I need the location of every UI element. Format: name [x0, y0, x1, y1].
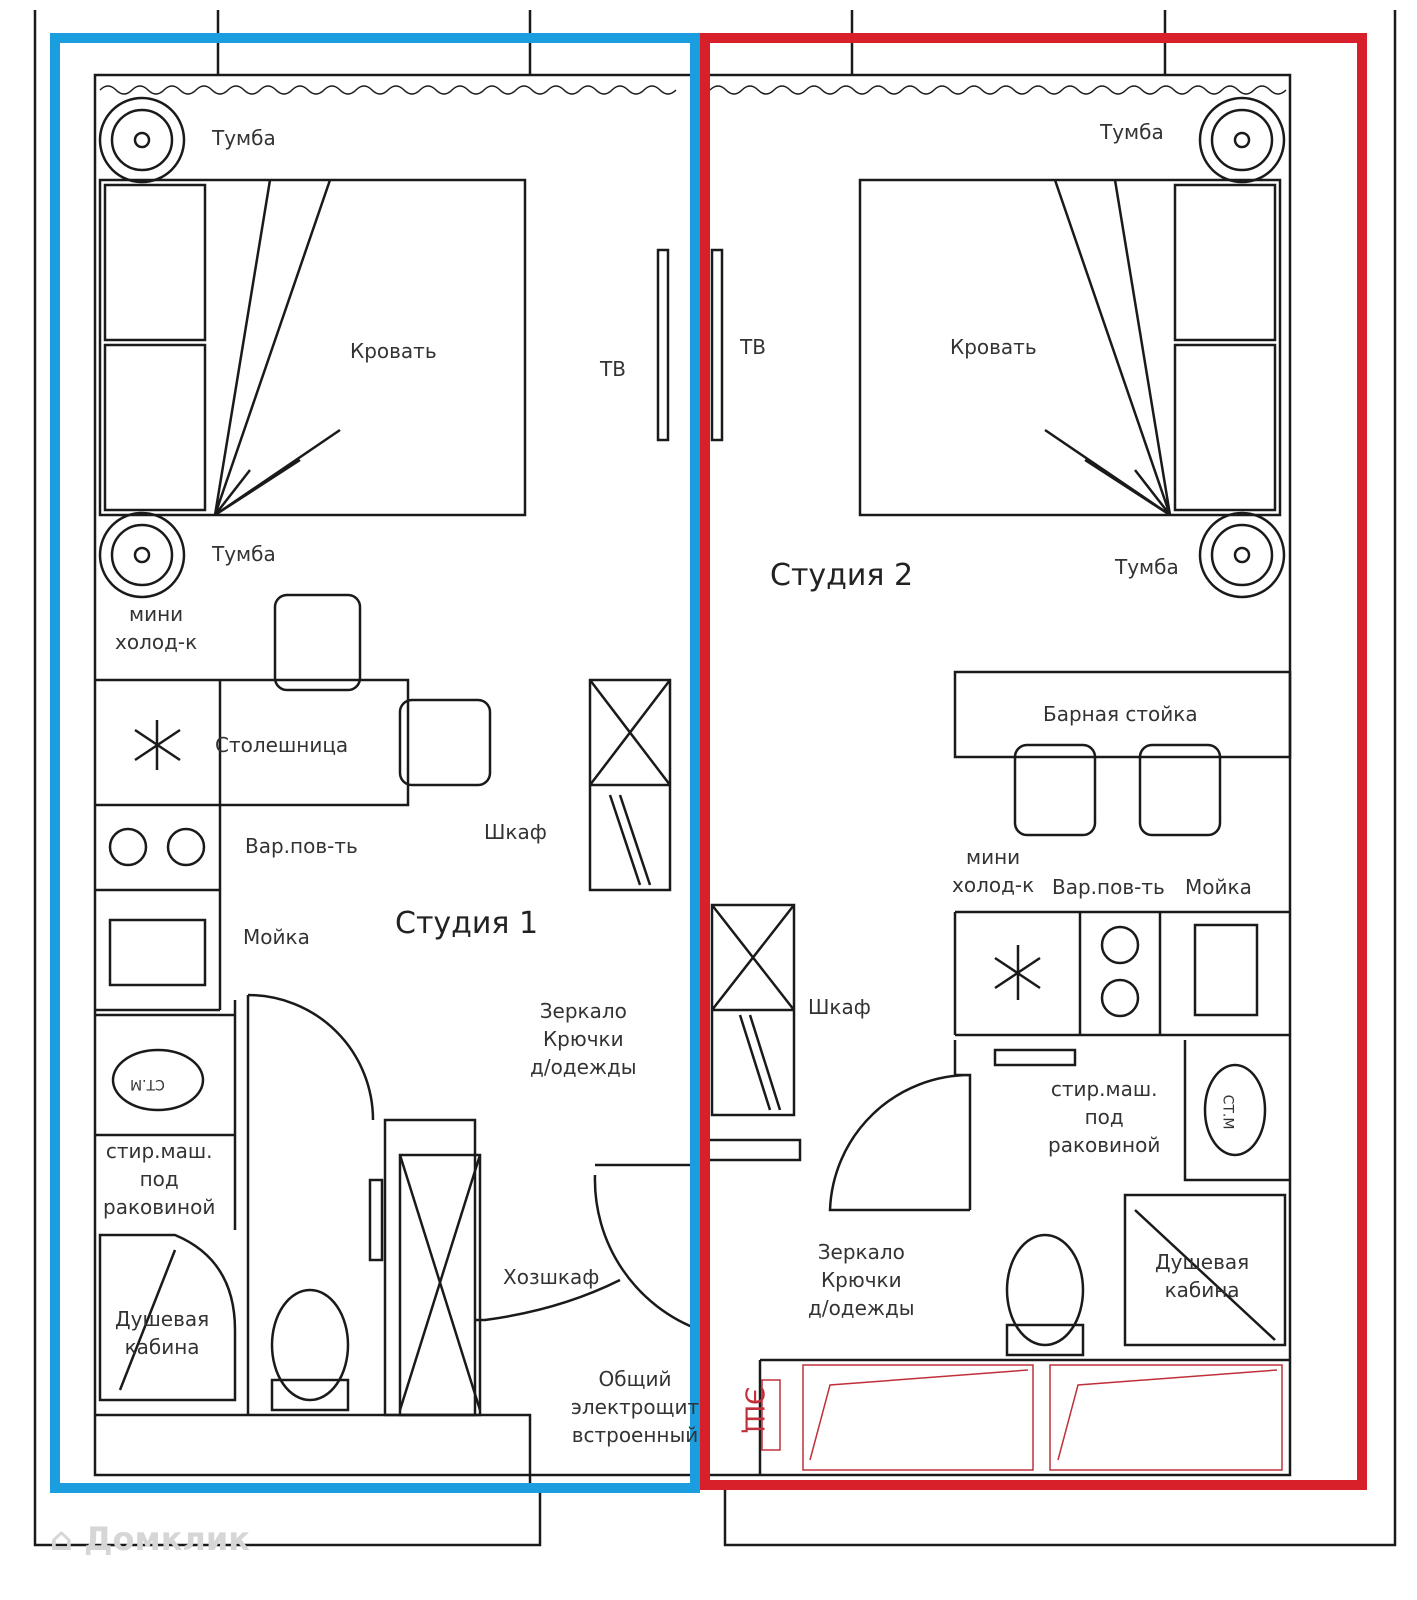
sink-label: Мойка: [243, 925, 310, 949]
studio-2-title: Студия 2: [770, 558, 914, 593]
outer-walls: [33, 10, 1397, 1547]
fridge-label: мини холод-к: [952, 845, 1035, 897]
electrical-panel-tag: ЭЩ: [738, 1386, 769, 1434]
bed-label: Кровать: [350, 339, 437, 363]
studio-2-outline: [700, 33, 1367, 1490]
nightstand-lamps: [98, 96, 1286, 599]
domclick-watermark: ⌂ Домклик: [50, 1520, 250, 1558]
shower-label: Душевая кабина: [1155, 1250, 1250, 1302]
bed-1-drawing: [98, 178, 527, 517]
mirror-hooks-label: Зеркало Крючки д/одежды: [530, 999, 637, 1079]
tv-2: [710, 248, 724, 442]
tv-label: ТВ: [600, 357, 626, 381]
watermark-logo-icon: ⌂: [50, 1520, 85, 1558]
kitchen-1: [95, 593, 492, 1012]
tv-label: ТВ: [740, 335, 766, 359]
bathroom-1: [95, 993, 621, 1417]
studio-1-outline: [50, 33, 700, 1493]
bathroom-2: [758, 1040, 1290, 1475]
studio-1-title: Студия 1: [395, 906, 539, 941]
bed-label: Кровать: [950, 335, 1037, 359]
entrance-door: [593, 1163, 701, 1332]
nightstand-label: Тумба: [1115, 555, 1179, 579]
hob-label: Вар.пов-ть: [1052, 875, 1165, 899]
fridge-label: мини холод-к: [115, 602, 198, 654]
wardrobe-2: [700, 903, 802, 1162]
wardrobe-1: [588, 678, 672, 892]
washer-label: стир.маш. под раковиной: [1048, 1077, 1161, 1157]
hob-label: Вар.пов-ть: [245, 834, 358, 858]
mirror-hooks-label: Зеркало Крючки д/одежды: [808, 1240, 915, 1320]
window-curtain: [99, 85, 677, 95]
nightstand-label: Тумба: [1100, 120, 1164, 144]
electrical-panel-2: [761, 1364, 1283, 1471]
bed-2-drawing: [858, 178, 1282, 517]
washer-tag: СТ.М: [130, 1076, 165, 1092]
utility-closet-label: Хозшкаф: [503, 1265, 600, 1289]
nightstand-label: Тумба: [212, 126, 276, 150]
kitchen-2: [953, 670, 1292, 1037]
washer-tag: СТ.М: [1219, 1094, 1236, 1130]
nightstand-label: Тумба: [212, 542, 276, 566]
tv-1: [656, 248, 670, 442]
countertop-label: Столешница: [215, 733, 349, 757]
shower-label: Душевая кабина: [115, 1307, 210, 1359]
sink-label: Мойка: [1185, 875, 1252, 899]
bar-counter-label: Барная стойка: [1043, 702, 1198, 726]
washer-label: стир.маш. под раковиной: [103, 1139, 216, 1219]
wardrobe-label: Шкаф: [808, 995, 871, 1019]
window-curtain: [709, 85, 1287, 95]
shared-panel-label: Общий электрощит встроенный: [570, 1367, 700, 1447]
wardrobe-label: Шкаф: [484, 820, 547, 844]
